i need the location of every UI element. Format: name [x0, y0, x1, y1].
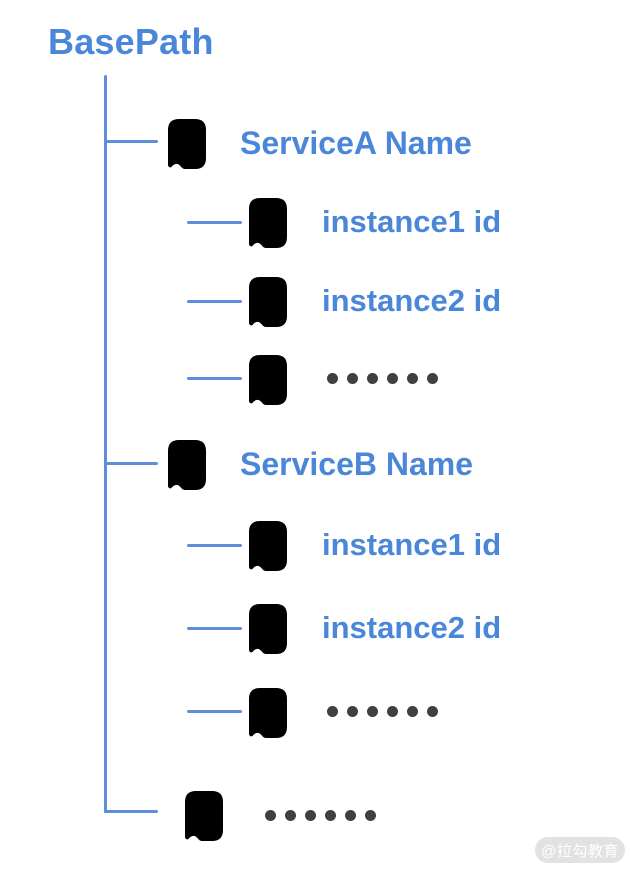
node-label-serviceb-instance1: instance1 id — [322, 527, 502, 562]
node-label-servicea-instance2: instance2 id — [322, 283, 502, 318]
ellipsis-dots-serviceb-more — [327, 706, 438, 717]
branch-line-servicea-instance2 — [187, 300, 242, 303]
branch-line-serviceb-instance1 — [187, 544, 242, 547]
tree-trunk-line — [104, 75, 107, 813]
branch-line-servicea — [106, 140, 158, 143]
ellipsis-dots-more-services — [265, 810, 376, 821]
branch-line-serviceb-instance2 — [187, 627, 242, 630]
document-icon-more-services — [185, 791, 223, 841]
ellipsis-dots-servicea-more — [327, 373, 438, 384]
watermark-label: @拉勾教育 — [541, 842, 619, 860]
document-icon-servicea-instance2 — [249, 277, 287, 327]
document-icon-serviceb — [168, 440, 206, 490]
branch-line-serviceb-more — [187, 710, 242, 713]
document-icon-serviceb-instance2 — [249, 604, 287, 654]
branch-line-serviceb — [106, 462, 158, 465]
document-icon-servicea-more — [249, 355, 287, 405]
document-icon-servicea-instance1 — [249, 198, 287, 248]
node-label-serviceb: ServiceB Name — [240, 446, 474, 482]
node-label-servicea-instance1: instance1 id — [322, 204, 502, 239]
branch-line-servicea-instance1 — [187, 221, 242, 224]
node-label-servicea: ServiceA Name — [240, 125, 472, 161]
document-icon-servicea — [168, 119, 206, 169]
document-icon-serviceb-more — [249, 688, 287, 738]
root-label-basepath: BasePath — [48, 21, 214, 62]
watermark-badge: @拉勾教育 — [535, 837, 625, 863]
branch-line-servicea-more — [187, 377, 242, 380]
branch-line-more-services — [104, 810, 158, 813]
document-icon-serviceb-instance1 — [249, 521, 287, 571]
node-label-serviceb-instance2: instance2 id — [322, 610, 502, 645]
